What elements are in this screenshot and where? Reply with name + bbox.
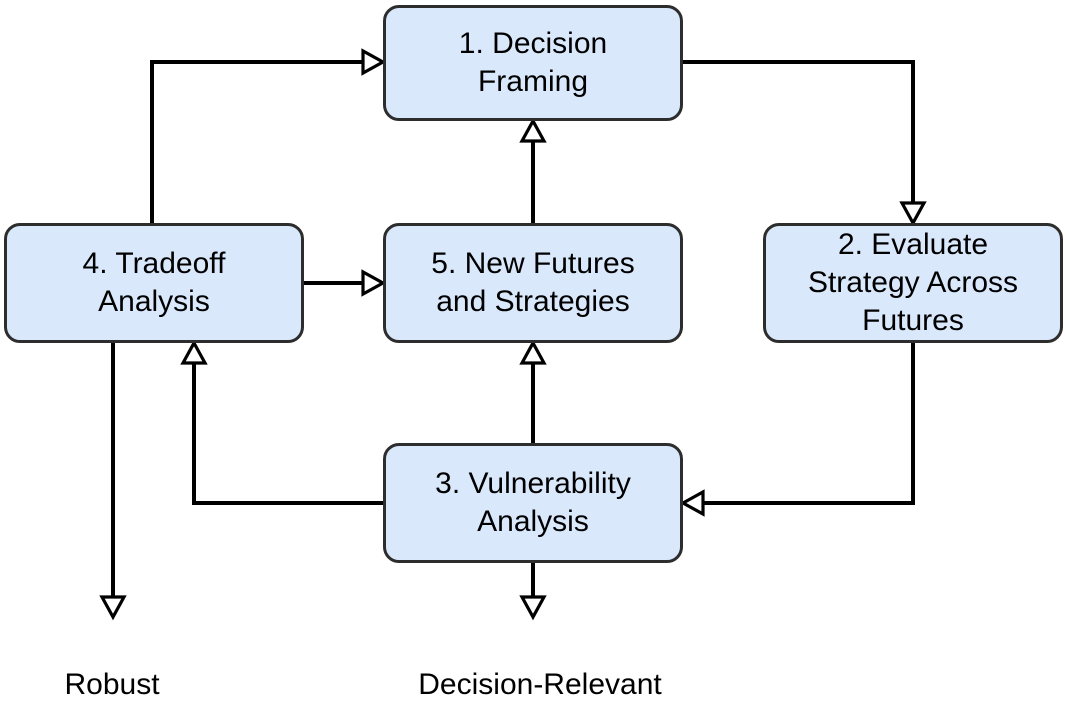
node-new-futures-label: 5. New Futures and Strategies [431, 247, 635, 318]
arrowhead-tradeoff-to-new-futures [361, 269, 387, 297]
node-decision-framing: 1. Decision Framing [383, 5, 683, 121]
node-vulnerability-analysis: 3. Vulnerability Analysis [383, 443, 683, 563]
node-evaluate-strategy-across-futures: 2. Evaluate Strategy Across Futures [763, 223, 1063, 343]
arrowhead-evaluate-to-vulnerability [679, 489, 705, 517]
output-robust-strategies: Robust Strategies [0, 625, 242, 704]
output-decision-relevant-scenarios: Decision-Relevant Scenarios [360, 625, 720, 704]
arrowhead-new-futures-to-decision-framing [519, 117, 547, 143]
arrowhead-vulnerability-to-new-futures [519, 339, 547, 365]
output-decision-relevant-scenarios-label: Decision-Relevant Scenarios [418, 668, 662, 701]
arrowhead-tradeoff-to-robust-strategies [99, 595, 127, 621]
node-decision-framing-label: 1. Decision Framing [458, 27, 608, 98]
arrowhead-decision-framing-to-evaluate [899, 201, 927, 227]
node-evaluate-strategy-label: 2. Evaluate Strategy Across Futures [807, 228, 1019, 337]
node-vulnerability-analysis-label: 3. Vulnerability Analysis [435, 467, 631, 538]
edge-evaluate-to-vulnerability [703, 343, 915, 505]
node-tradeoff-analysis-label: 4. Tradeoff Analysis [82, 247, 226, 318]
output-robust-strategies-label: Robust Strategies [64, 668, 160, 701]
edge-tradeoff-to-decision-framing [150, 60, 363, 223]
edge-vulnerability-to-tradeoff [192, 363, 383, 505]
arrowhead-vulnerability-to-tradeoff [180, 339, 208, 365]
edge-decision-framing-to-evaluate [683, 60, 915, 203]
node-new-futures-and-strategies: 5. New Futures and Strategies [383, 223, 683, 343]
arrowhead-vulnerability-to-scenarios [519, 595, 547, 621]
node-tradeoff-analysis: 4. Tradeoff Analysis [4, 223, 304, 343]
arrowhead-tradeoff-to-decision-framing [361, 48, 387, 76]
